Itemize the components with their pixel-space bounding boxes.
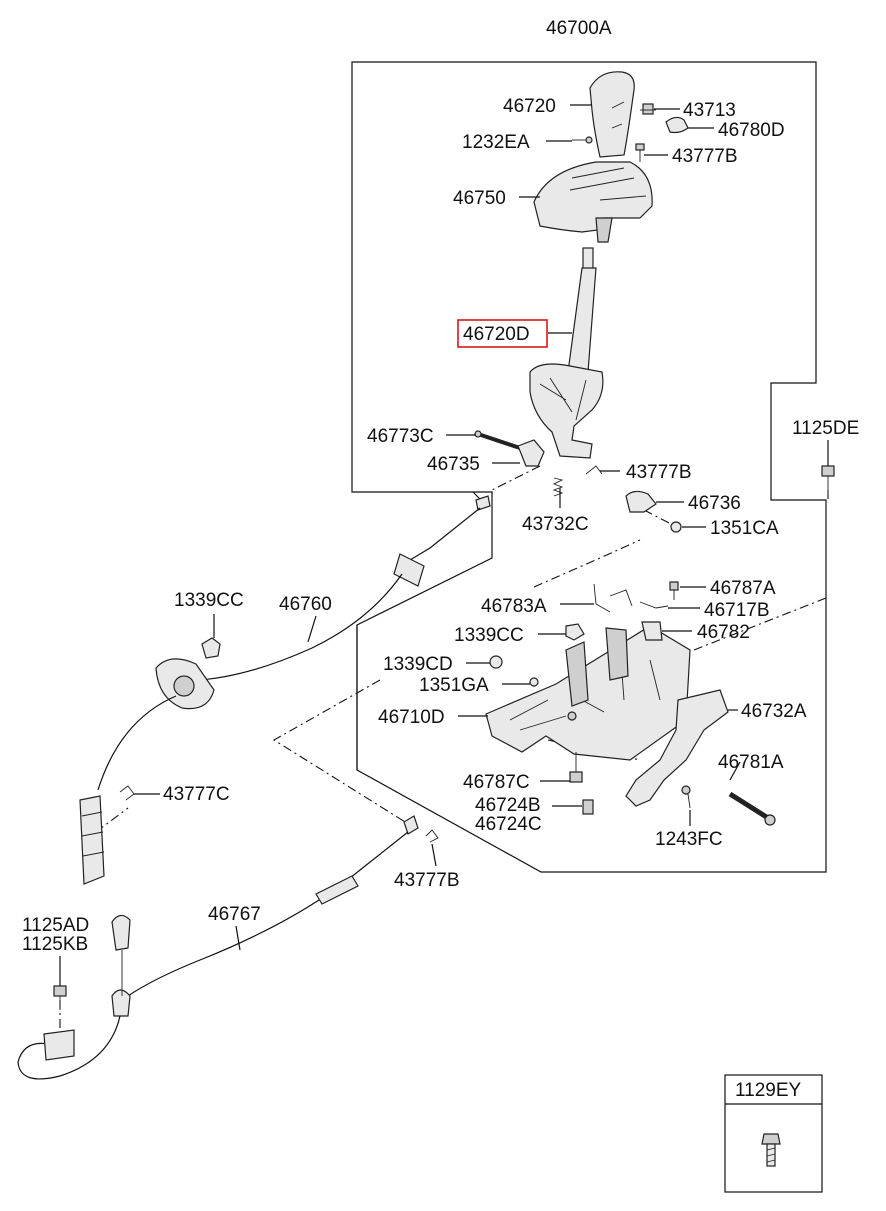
bolt-1125AD-drawing: [53, 985, 67, 1010]
leader-lines: [59, 104, 829, 986]
label-1125DE: 1125DE: [792, 418, 859, 439]
label-46783A: 46783A: [481, 596, 547, 617]
highlight-box-46720D: [457, 319, 548, 348]
bolt-46787C-drawing: [569, 752, 583, 783]
bolt-46781A-drawing: [728, 791, 776, 826]
label-1125AD: 1125AD: [22, 915, 89, 936]
pin-46773C-drawing: [474, 430, 521, 450]
plate-46732A-drawing: [625, 689, 729, 807]
label-46735: 46735: [427, 454, 480, 475]
label-1351CA: 1351CA: [710, 518, 779, 539]
label-43777C: 43777C: [163, 784, 230, 805]
label-43732C: 43732C: [522, 514, 589, 535]
label-46732A: 46732A: [741, 701, 807, 722]
label-46787C: 46787C: [463, 772, 530, 793]
nut-1351GA-drawing: [529, 677, 539, 687]
screw-1232EA-drawing: [572, 136, 593, 144]
lever-46720D-drawing: [529, 247, 604, 459]
pin-46717B-drawing: [639, 601, 669, 609]
cable-46760-drawing: [79, 495, 491, 885]
pin-43777B-mid-drawing: [585, 465, 603, 475]
label-46750: 46750: [453, 188, 506, 209]
label-43713: 43713: [683, 100, 736, 121]
shift-knob-drawing: [589, 71, 635, 158]
label-1125KB: 1125KB: [22, 934, 88, 955]
label-46767: 46767: [208, 904, 261, 925]
label-46781A: 46781A: [718, 752, 784, 773]
label-1339CC-left: 1339CC: [174, 590, 244, 611]
label-43777B-mid: 43777B: [626, 462, 692, 483]
label-1232EA: 1232EA: [462, 132, 530, 153]
base-46710D-drawing: [485, 625, 691, 761]
indicator-46750-drawing: [533, 161, 653, 243]
label-43777B-top: 43777B: [672, 146, 738, 167]
bracket-46736-drawing: [625, 490, 657, 513]
nut-1339CC-left-drawing: [201, 637, 221, 659]
label-46782: 46782: [697, 622, 750, 643]
clip-43777C-drawing: [119, 785, 135, 801]
label-46787A: 46787A: [710, 578, 776, 599]
dashed-leader-cable-top: [472, 465, 541, 504]
label-46780D: 46780D: [718, 120, 785, 141]
label-1339CC-mid: 1339CC: [454, 625, 524, 646]
label-43777B-bottom: 43777B: [394, 870, 460, 891]
pin-43777B-bottom-drawing: [425, 829, 439, 843]
label-46773C: 46773C: [367, 426, 434, 447]
label-46760: 46760: [279, 594, 332, 615]
screw-1243FC-drawing: [681, 785, 691, 809]
bracket-46735-drawing: [517, 439, 545, 467]
label-46720: 46720: [503, 96, 556, 117]
label-1243FC: 1243FC: [655, 829, 723, 850]
dashed-leader-46736: [643, 509, 674, 526]
spring-43732C-drawing: [552, 477, 564, 497]
label-46700A: 46700A: [546, 18, 612, 39]
cable-46767-drawing: [17, 815, 419, 1080]
label-46724C: 46724C: [475, 814, 542, 835]
label-46717B: 46717B: [704, 600, 770, 621]
solenoid-46782-drawing: [641, 621, 663, 641]
label-46720D: 46720D: [463, 324, 530, 345]
label-46736: 46736: [688, 493, 741, 514]
switch-46787A-drawing: [669, 581, 679, 600]
bolt-1129EY-drawing: [761, 1133, 781, 1167]
nut-1351CA-drawing: [670, 521, 682, 533]
label-1339CD: 1339CD: [383, 654, 453, 675]
dashed-leader-right: [693, 597, 827, 651]
screw-43713-drawing: [640, 103, 656, 115]
label-1351GA: 1351GA: [419, 675, 489, 696]
label-46724B: 46724B: [475, 795, 541, 816]
pin-43777B-top-drawing: [635, 143, 645, 162]
assembly-outline-46700A: [351, 61, 827, 873]
dashed-leader-cable-lower: [272, 679, 411, 826]
label-1129EY: 1129EY: [735, 1080, 802, 1101]
inset-box-1129EY: 1129EY: [724, 1074, 823, 1193]
label-46710D: 46710D: [378, 707, 445, 728]
wire-46783A-drawing: [593, 583, 633, 613]
bushing-1339CD-drawing: [489, 655, 503, 669]
nut-1339CC-mid-drawing: [565, 623, 585, 641]
clip-46724-drawing: [582, 799, 594, 815]
dashed-leader-46783A: [533, 539, 641, 588]
bolt-1125DE-drawing: [821, 465, 835, 494]
